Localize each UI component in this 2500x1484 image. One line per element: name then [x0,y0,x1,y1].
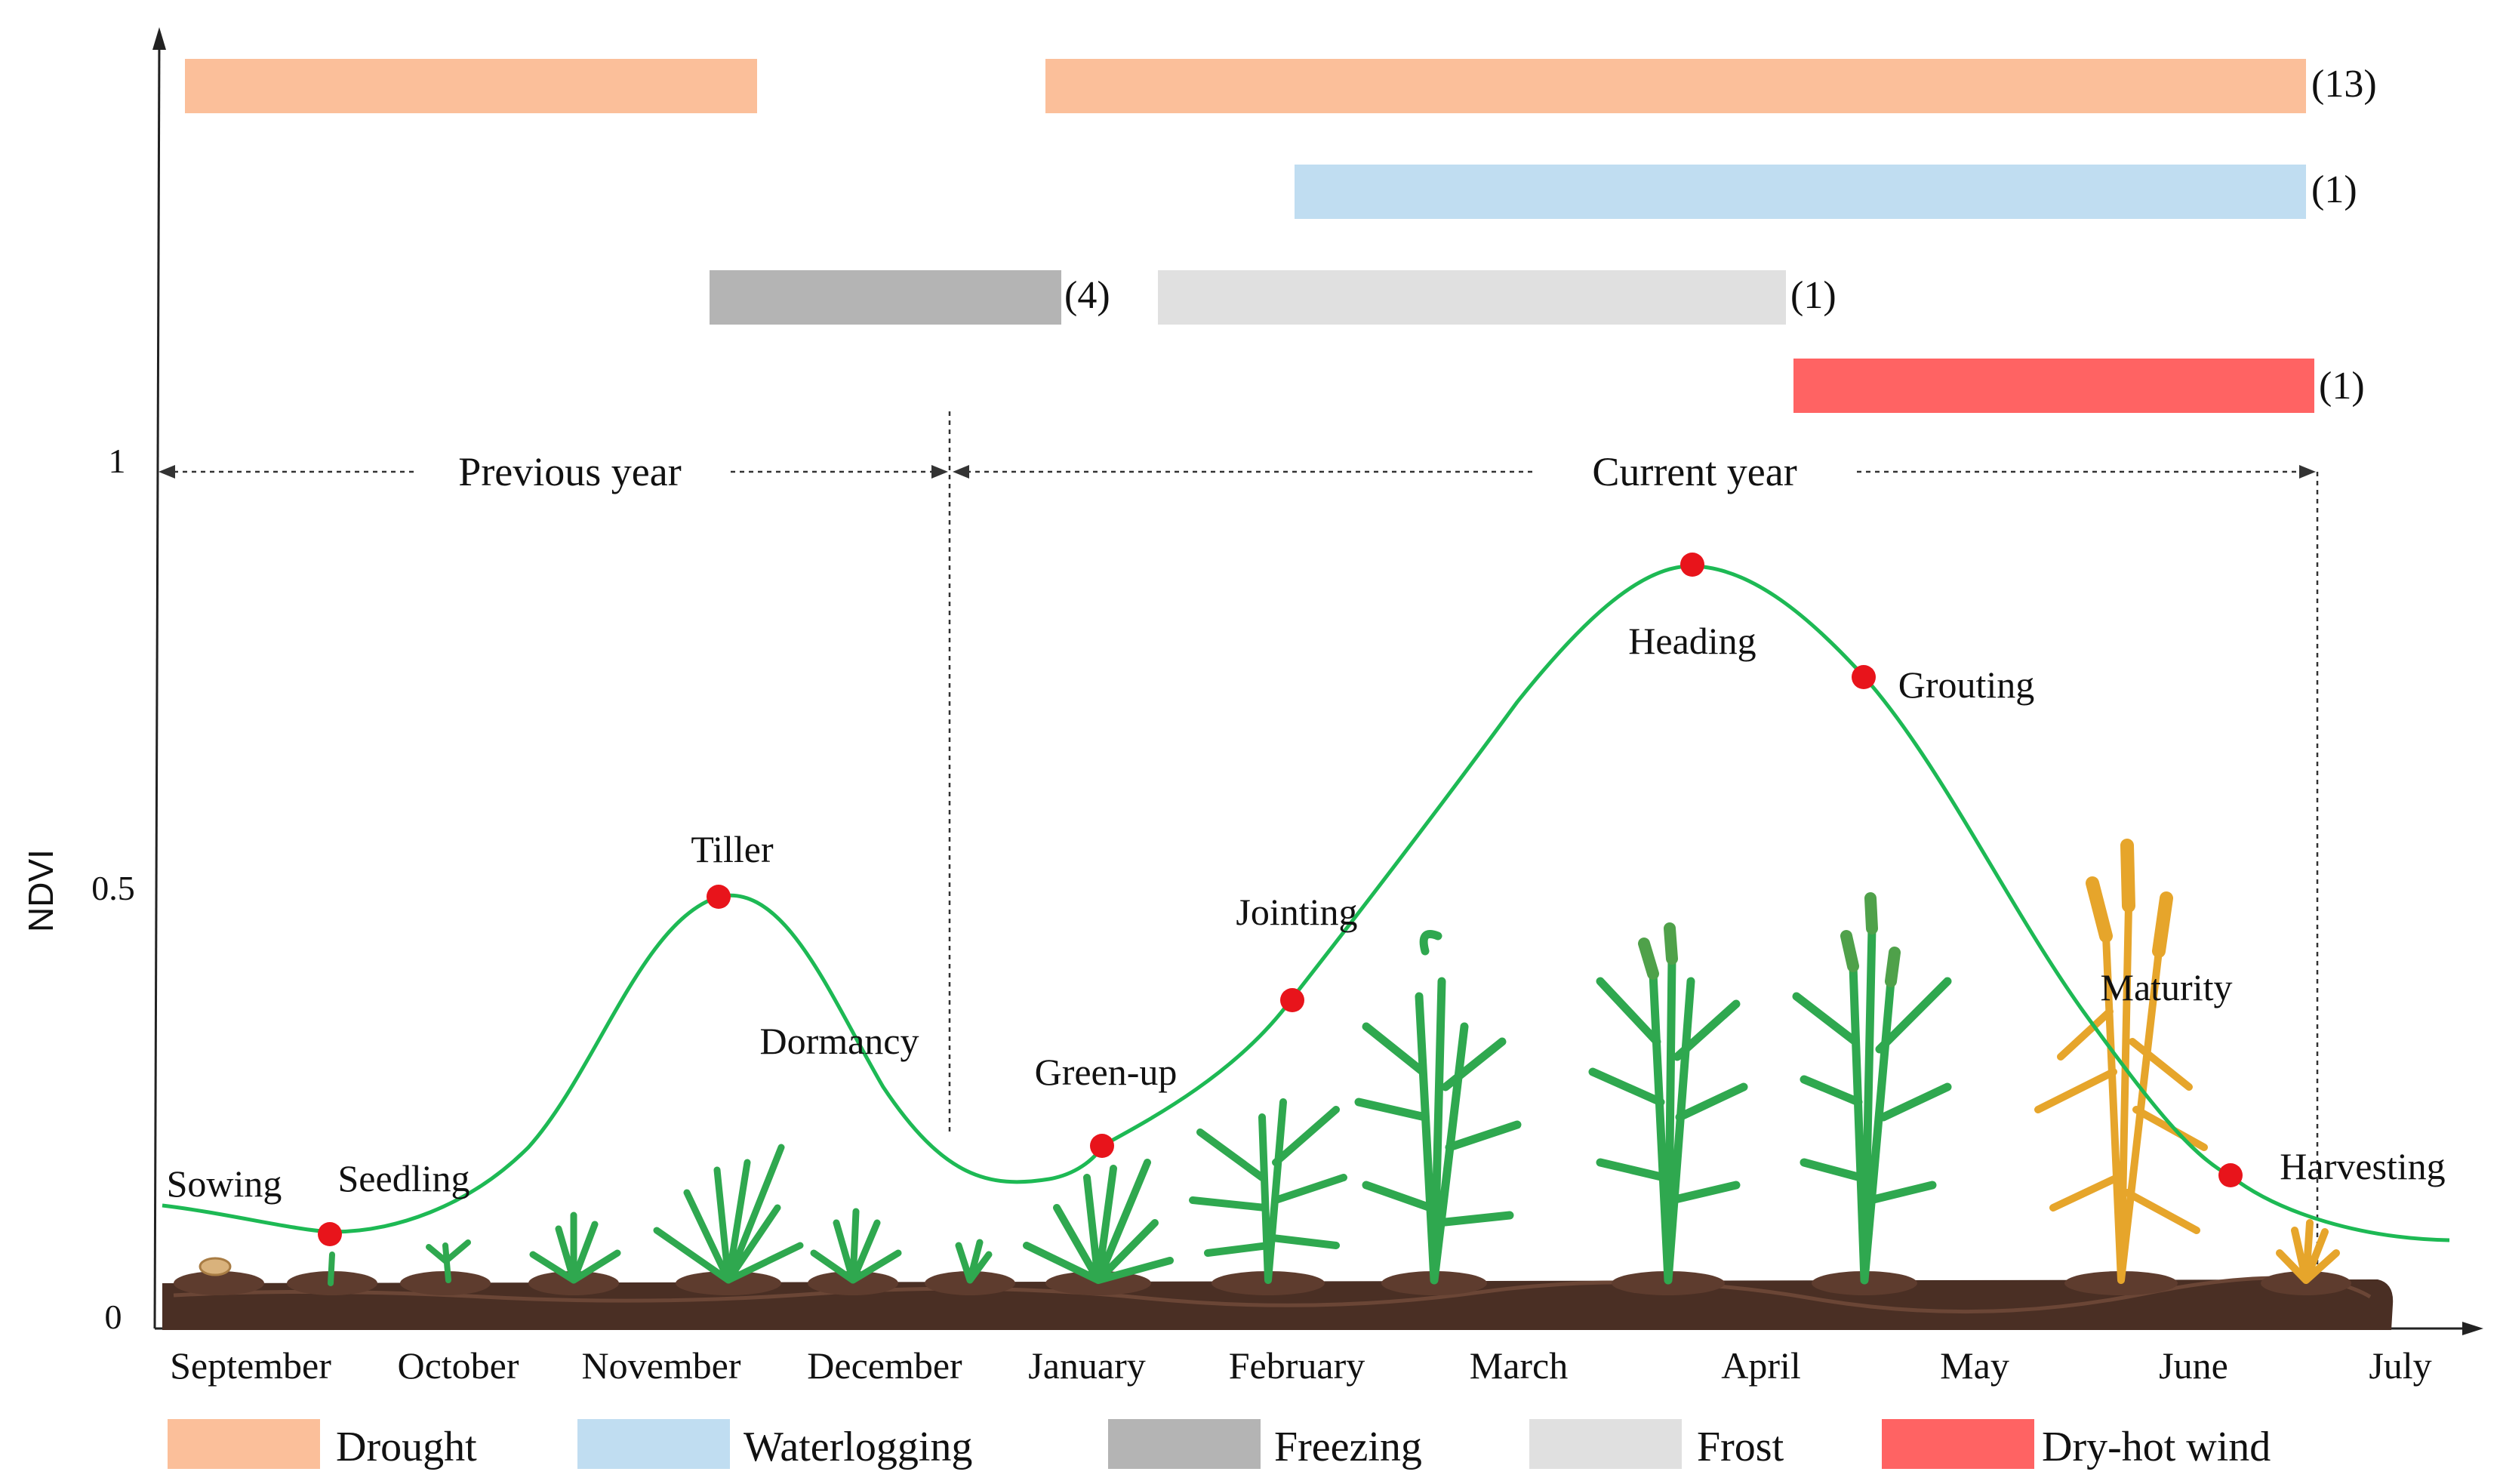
y-axis-line [153,37,161,1329]
hazard-count: (1) [2311,168,2357,211]
legend-swatch-frost [1529,1419,1682,1469]
seedling-illustration [328,1239,471,1286]
stage-marker-green-up [1090,1134,1114,1158]
stage-label-green-up: Green-up [1035,1051,1178,1093]
month-label: September [170,1344,331,1387]
plant-green-up [1023,1159,1174,1284]
legend-label-dry-hot-wind: Dry-hot wind [2042,1424,2271,1470]
month-label: November [581,1344,740,1387]
stage-marker-jointing [1280,988,1304,1012]
stage-marker-heading [1680,553,1704,577]
arrowhead [159,465,175,479]
wheat-ear [1840,892,1901,987]
plant-tiller [653,1144,804,1284]
month-label: March [1470,1344,1569,1387]
arrowhead [953,465,969,479]
month-label: February [1229,1344,1365,1387]
period-indicators: Previous year Current year [159,411,2319,1268]
month-label: May [1940,1344,2009,1387]
soil-mound [174,1271,264,1295]
ndvi-curve [162,564,2450,1242]
maturity-plants [2034,839,2340,1284]
stage-label-heading: Heading [1628,620,1756,662]
seed-illustration [199,1257,232,1276]
harvest-stubble [2276,1219,2340,1284]
hazard-bar-dry-hot-wind [1793,359,2314,413]
hazard-count: (4) [1064,274,1110,317]
hazard-bar-drought [185,59,757,113]
y-axis-label: NDVI [21,849,60,932]
seedling-sprout [426,1239,471,1283]
legend-swatch-drought [168,1419,320,1469]
arrowhead [931,465,948,479]
legend-label-freezing: Freezing [1274,1424,1422,1470]
plant-grouting [1792,924,1952,1285]
arrowhead [2299,465,2316,479]
stage-label-seedling: Seedling [338,1157,470,1199]
stage-markers [318,553,2243,1246]
x-axis-arrow [2462,1322,2483,1335]
stage-label-harvesting: Harvesting [2280,1145,2445,1187]
stage-marker-tiller [707,885,731,909]
stage-marker-harvesting [2218,1163,2243,1187]
golden-wheat-ear [2086,839,2173,958]
plant-small [529,1212,621,1284]
month-label: April [1721,1344,1801,1387]
legend-swatch-dry-hot-wind [1882,1419,2034,1469]
stage-marker-grouting [1852,665,1876,689]
hazard-bar-waterlogging [1295,165,2306,219]
tillering-plants [529,1144,993,1284]
stage-label-maturity: Maturity [2101,966,2233,1008]
plant-dormant [810,1208,902,1284]
hazard-bar-freezing [710,270,1061,325]
soil-texture [173,1276,2372,1314]
hazard-count: (1) [2319,365,2365,408]
legend-label-waterlogging: Waterlogging [744,1424,972,1470]
plant-illustrations [199,839,2340,1286]
y-tick-05: 0.5 [91,869,135,907]
legend: Drought Waterlogging Freezing Frost Dry-… [168,1419,2271,1470]
plant-heading [1588,954,1748,1285]
y-axis-arrow [152,27,166,50]
stem-elongation-plants [1354,930,1522,1285]
seed [199,1257,232,1276]
month-label: January [1028,1344,1146,1387]
previous-year-label: Previous year [458,449,681,494]
stage-marker-seedling [318,1222,342,1246]
stage-label-jointing: Jointing [1236,891,1357,933]
month-label: October [397,1344,519,1387]
month-label: December [807,1344,962,1387]
month-label: June [2159,1344,2228,1387]
soil-mound [400,1271,491,1295]
stage-label-tiller: Tiller [691,828,774,870]
legend-swatch-waterlogging [577,1419,730,1469]
stage-labels: Sowing Seedling Tiller Dormancy Green-up… [167,620,2446,1205]
seedling-sprout [328,1252,335,1286]
stage-label-dormancy: Dormancy [759,1020,919,1062]
hazard-count: (1) [1790,274,1837,317]
wheat-ear [1638,922,1678,980]
current-year-label: Current year [1592,449,1796,494]
plant-dormant-small [955,1239,993,1284]
soil-strip [162,1271,2394,1330]
stage-label-grouting: Grouting [1898,663,2035,706]
hazard-bar-frost [1158,270,1786,325]
stage-label-sowing: Sowing [167,1162,282,1205]
legend-swatch-freezing [1108,1419,1261,1469]
y-tick-0: 0 [105,1298,122,1336]
hazard-bars: (13) (1) (4) (1) (1) [185,59,2377,413]
y-tick-1: 1 [109,442,126,480]
plant-jointing [1189,1098,1347,1284]
month-label: July [2369,1344,2431,1387]
month-labels: September October November December Janu… [170,1344,2432,1387]
plant-booting [1354,930,1522,1285]
hazard-count: (13) [2311,63,2377,106]
green-up-plants [1023,1098,1347,1284]
heading-plants [1588,892,1952,1285]
plant-mature [2034,902,2208,1284]
legend-label-drought: Drought [336,1424,477,1470]
legend-label-frost: Frost [1697,1424,1784,1470]
hazard-bar-drought [1045,59,2306,113]
